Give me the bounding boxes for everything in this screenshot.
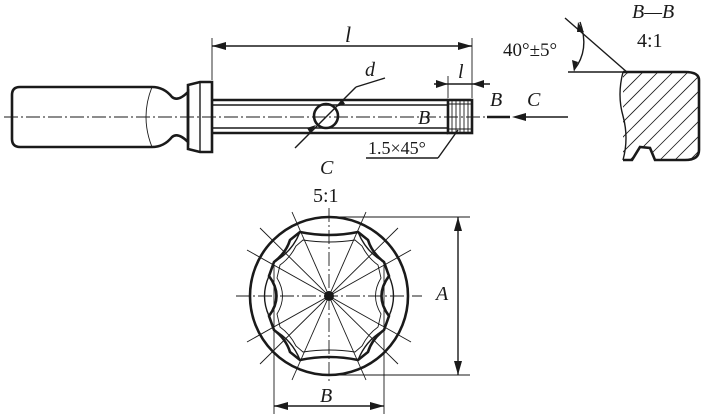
section-bb — [564, 17, 701, 162]
view-scale: 5:1 — [313, 185, 339, 207]
tip-length-label: l — [458, 61, 464, 83]
section-title: B—B — [632, 1, 674, 23]
section-scale: 4:1 — [637, 30, 663, 52]
handle-grip — [10, 85, 190, 149]
section-mark-right-label: B — [490, 89, 502, 111]
dimension-b-label: B — [320, 385, 332, 407]
chamfer-label: 1.5×45° — [368, 138, 426, 158]
view-mark-label: C — [527, 89, 541, 111]
angle-tolerance-label: 40°±5° — [503, 40, 557, 61]
section-mark-lead-label: B — [418, 107, 430, 129]
tip-knurled — [446, 98, 474, 135]
length-dimension — [211, 38, 473, 98]
dimension-b — [273, 262, 385, 414]
dimension-a-label: A — [434, 283, 449, 305]
end-view-c — [236, 208, 422, 384]
cross-hole — [312, 102, 340, 130]
length-label: l — [345, 22, 351, 47]
chamfer-leader — [437, 129, 459, 159]
section-outline — [623, 70, 701, 162]
view-title: C — [320, 157, 334, 179]
dimension-a — [329, 216, 470, 376]
screwdriver-side-view — [4, 77, 568, 159]
diameter-label: d — [365, 59, 376, 81]
tip-length-dimension — [434, 76, 490, 98]
